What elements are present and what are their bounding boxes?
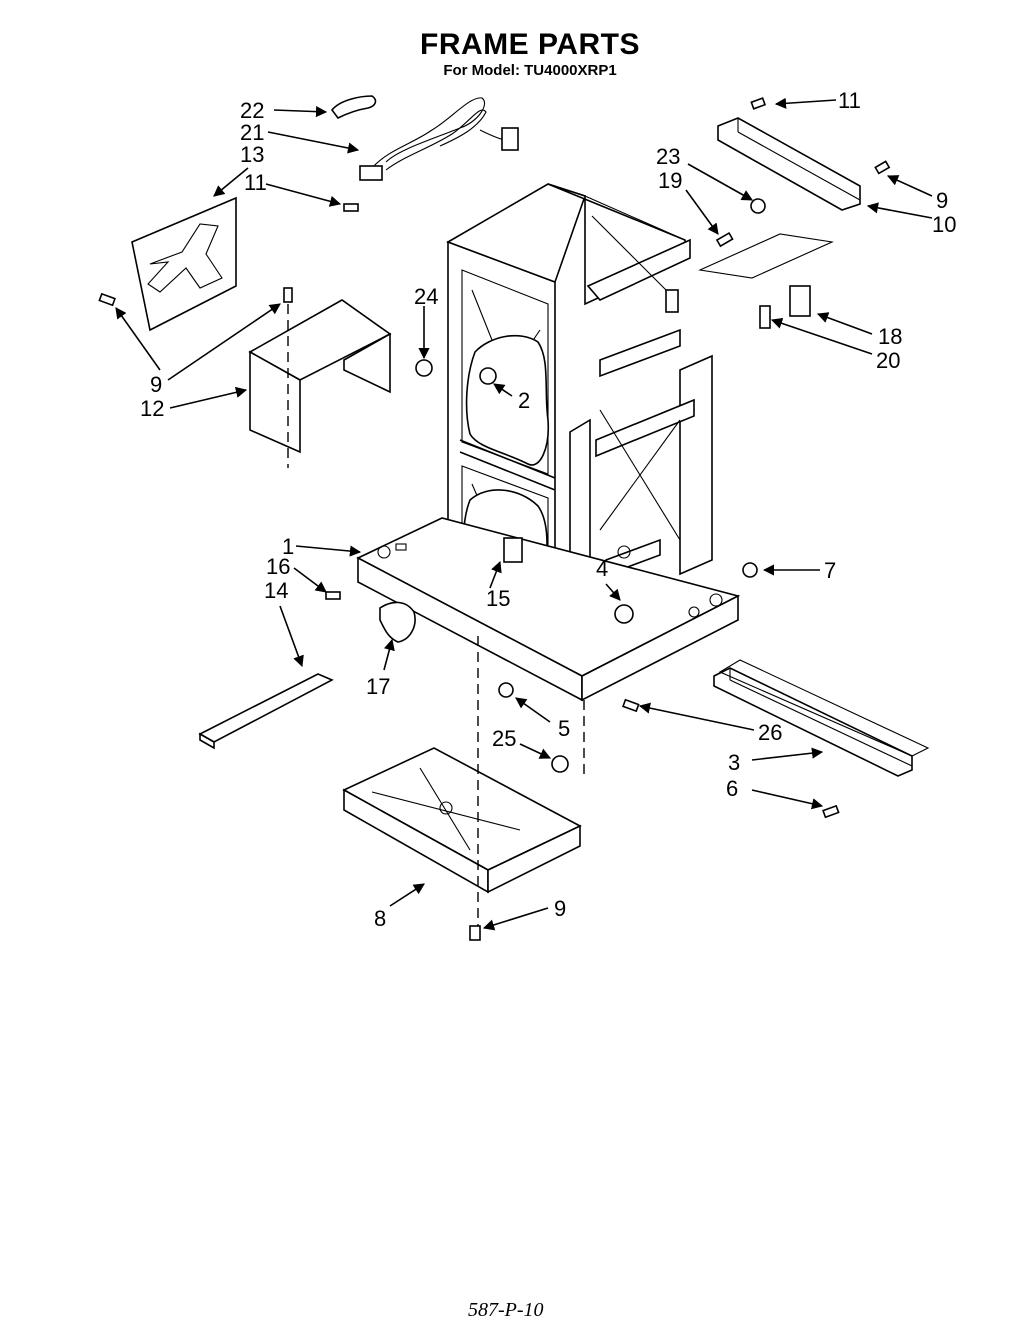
callout-24: 24 <box>414 284 438 309</box>
callout-23: 23 <box>656 144 680 169</box>
callout-20: 20 <box>876 348 900 373</box>
part-17-bracket <box>379 601 416 643</box>
callout-4: 4 <box>596 556 608 581</box>
callout-9c: 9 <box>554 896 566 921</box>
callout-7: 7 <box>824 558 836 583</box>
callout-19: 19 <box>658 168 682 193</box>
callout-12: 12 <box>140 396 164 421</box>
part-21-power-cord <box>359 97 519 181</box>
callout-2: 2 <box>518 388 530 413</box>
callout-11: 11 <box>244 170 267 195</box>
part-13-side-panel <box>131 196 237 332</box>
callout-6: 6 <box>726 776 738 801</box>
callout-3: 3 <box>728 750 740 775</box>
part-8-bottom-pan <box>342 747 582 894</box>
callout-9b: 9 <box>936 188 948 213</box>
part-14-filter-strip <box>198 673 334 750</box>
callout-10: 10 <box>932 212 956 237</box>
part-18-switch <box>698 233 834 329</box>
leader-lines <box>115 97 933 931</box>
callout-17: 17 <box>366 674 390 699</box>
page-subtitle: For Model: TU4000XRP1 <box>443 62 617 79</box>
callout-11b: 11 <box>838 88 861 113</box>
page-title: FRAME PARTS <box>420 28 640 61</box>
callout-1: 1 <box>282 534 294 559</box>
callout-5: 5 <box>558 716 570 741</box>
part-12-cover <box>248 299 392 454</box>
callout-labels: 22 21 13 11 9 12 24 2 11 23 19 9 10 18 2… <box>140 88 956 931</box>
callout-15: 15 <box>486 586 510 611</box>
alignment-lines <box>287 304 585 926</box>
callout-22: 22 <box>240 98 264 123</box>
footer-code: 587-P-10 <box>468 1299 544 1318</box>
hardware-screws <box>98 97 891 941</box>
callout-8: 8 <box>374 906 386 931</box>
part-22-bushing <box>330 95 377 120</box>
callout-14: 14 <box>264 578 288 603</box>
base-plate <box>356 517 741 702</box>
callout-18: 18 <box>878 324 902 349</box>
part-10-bracket <box>717 117 861 211</box>
callout-25: 25 <box>492 726 516 751</box>
callout-26: 26 <box>758 720 782 745</box>
part-3-rail <box>713 659 930 777</box>
callout-13: 13 <box>240 142 264 167</box>
callout-16: 16 <box>266 554 290 579</box>
callout-9: 9 <box>150 372 162 397</box>
callout-21: 21 <box>240 120 264 145</box>
